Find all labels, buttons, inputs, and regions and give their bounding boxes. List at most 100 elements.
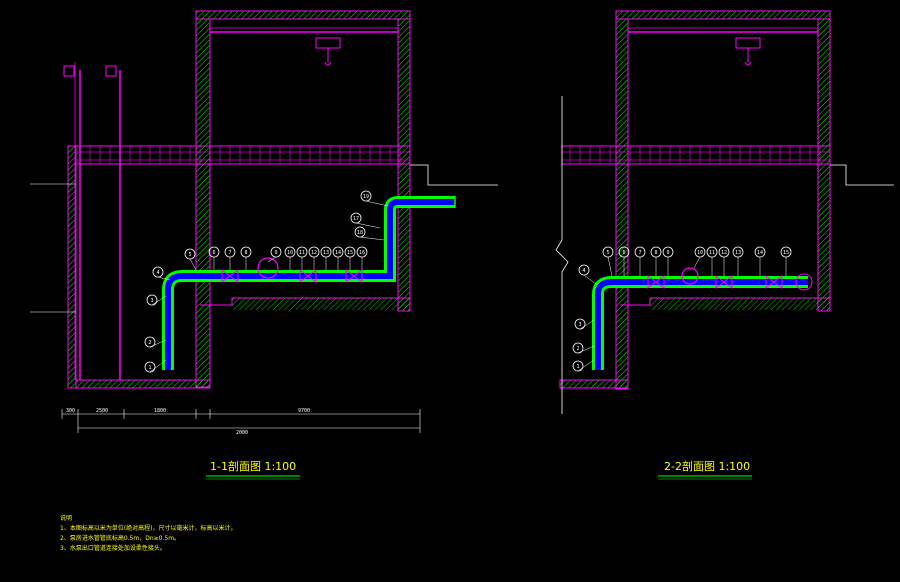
s2-callout-label-13: 13 bbox=[735, 250, 741, 256]
s2-callout-label-10: 10 bbox=[697, 250, 703, 256]
section-1-1-title: 1-1剖面图 1:100 bbox=[210, 459, 296, 473]
s2-callout-label-12: 12 bbox=[721, 250, 727, 256]
s2-callout-3 bbox=[574, 318, 586, 330]
s1-callout-8 bbox=[240, 246, 252, 258]
building-wall-left-2 bbox=[615, 18, 629, 390]
s1-callout-11 bbox=[296, 246, 308, 258]
s2-callout-12 bbox=[718, 246, 730, 258]
notes-block: 说明 1、本图标高以米为单位(绝对高程)，尺寸以毫米计，标高以米计。 2、泵房进… bbox=[60, 514, 237, 554]
s1-callout-2 bbox=[144, 336, 156, 348]
s2-callout-2 bbox=[572, 342, 584, 354]
building-roof-2 bbox=[615, 10, 831, 20]
s1-callout-15 bbox=[344, 246, 356, 258]
s1-callout-12 bbox=[308, 246, 320, 258]
s1-callout-label-10: 10 bbox=[287, 250, 293, 256]
s2-callout-label-4: 4 bbox=[582, 268, 585, 274]
s2-callout-10 bbox=[694, 246, 706, 258]
s1-callout-label-9: 9 bbox=[274, 250, 277, 256]
s2-callout-label-3: 3 bbox=[578, 322, 581, 328]
dim-seg-4: 9700 bbox=[298, 408, 310, 414]
s2-callout-label-5: 5 bbox=[606, 250, 609, 256]
s1-callout-5 bbox=[184, 248, 196, 260]
note-item-2: 2、泵房进水管管底标高0.5m，Dn≥0.5m。 bbox=[60, 535, 181, 542]
s1-callout-16 bbox=[356, 246, 368, 258]
building-wall-right-2 bbox=[817, 18, 831, 312]
sump-pit-2 bbox=[559, 379, 629, 389]
break-line bbox=[555, 96, 569, 414]
s2-callout-6 bbox=[618, 246, 630, 258]
s1-callout-label-13: 13 bbox=[323, 250, 329, 256]
s1-callout-9 bbox=[270, 246, 282, 258]
s2-callout-5 bbox=[602, 246, 614, 258]
building-roof bbox=[195, 10, 411, 20]
notes-heading: 说明 bbox=[60, 515, 73, 522]
s2-callout-label-11: 11 bbox=[709, 250, 715, 256]
s1-callout-17 bbox=[350, 212, 362, 224]
s1-callout-label-4: 4 bbox=[156, 270, 159, 276]
s1-callout-3 bbox=[146, 294, 158, 306]
s2-callout-9 bbox=[662, 246, 674, 258]
section-2-2-title: 2-2剖面图 1:100 bbox=[664, 459, 750, 473]
s1-callout-19 bbox=[360, 190, 372, 202]
s1-callout-4 bbox=[152, 266, 164, 278]
s1-callout-1 bbox=[144, 361, 156, 373]
s2-callout-label-6: 6 bbox=[622, 250, 625, 256]
dim-seg-1: 300 bbox=[66, 408, 75, 414]
s1-callout-6 bbox=[208, 246, 220, 258]
floor-slab-2 bbox=[561, 145, 831, 165]
s2-callout-4 bbox=[578, 264, 590, 276]
s1-callout-label-6: 6 bbox=[212, 250, 215, 256]
s1-callout-label-5: 5 bbox=[188, 252, 191, 258]
s2-callout-15 bbox=[780, 246, 792, 258]
dim-seg-2: 2500 bbox=[96, 408, 108, 414]
s2-callout-label-8: 8 bbox=[654, 250, 657, 256]
s2-callout-13 bbox=[732, 246, 744, 258]
s2-callout-label-1: 1 bbox=[576, 364, 579, 370]
s1-callout-14 bbox=[332, 246, 344, 258]
s2-callout-label-2: 2 bbox=[576, 346, 579, 352]
s1-callout-label-18: 18 bbox=[357, 230, 363, 236]
s1-callout-label-11: 11 bbox=[299, 250, 305, 256]
pump-icon bbox=[257, 257, 279, 279]
building-wall-left bbox=[195, 18, 211, 388]
dim-total: 2000 bbox=[236, 430, 248, 436]
s2-callout-label-7: 7 bbox=[638, 250, 641, 256]
gate-hoist-icon bbox=[63, 65, 117, 77]
floor-slab bbox=[75, 145, 411, 165]
s2-callout-1 bbox=[572, 360, 584, 372]
section-2-2 bbox=[555, 10, 894, 414]
ground-line bbox=[410, 164, 498, 186]
s1-callout-label-14: 14 bbox=[335, 250, 341, 256]
s1-callout-label-15: 15 bbox=[347, 250, 353, 256]
s2-callout-14 bbox=[754, 246, 766, 258]
s1-callout-7 bbox=[224, 246, 236, 258]
s2-callout-8 bbox=[650, 246, 662, 258]
s1-callout-label-19: 19 bbox=[363, 194, 369, 200]
s2-callout-label-9: 9 bbox=[666, 250, 669, 256]
dim-seg-3: 1800 bbox=[154, 408, 166, 414]
section-1-1 bbox=[30, 10, 498, 389]
s2-callout-label-14: 14 bbox=[757, 250, 763, 256]
s1-callout-13 bbox=[320, 246, 332, 258]
s1-callout-label-8: 8 bbox=[244, 250, 247, 256]
sump-pit bbox=[75, 379, 211, 389]
dimension-line: 300 2500 1800 9700 2000 bbox=[61, 408, 421, 436]
s1-callout-label-1: 1 bbox=[148, 365, 151, 371]
sump-wall-left bbox=[67, 145, 77, 389]
pump-icon-2 bbox=[681, 267, 699, 285]
s1-callout-label-12: 12 bbox=[311, 250, 317, 256]
s1-callout-label-16: 16 bbox=[359, 250, 365, 256]
pipe-network-2 bbox=[592, 267, 813, 370]
s2-callout-11 bbox=[706, 246, 718, 258]
s2-callout-label-15: 15 bbox=[783, 250, 789, 256]
note-item-1: 1、本图标高以米为单位(绝对高程)，尺寸以毫米计，标高以米计。 bbox=[60, 525, 237, 532]
hoist-icon bbox=[315, 37, 341, 66]
s1-callout-label-2: 2 bbox=[148, 340, 151, 346]
s1-callout-label-3: 3 bbox=[150, 298, 153, 304]
s1-callout-10 bbox=[284, 246, 296, 258]
s1-callout-18 bbox=[354, 226, 366, 238]
s1-callout-label-7: 7 bbox=[228, 250, 231, 256]
building-wall-right bbox=[397, 18, 411, 312]
